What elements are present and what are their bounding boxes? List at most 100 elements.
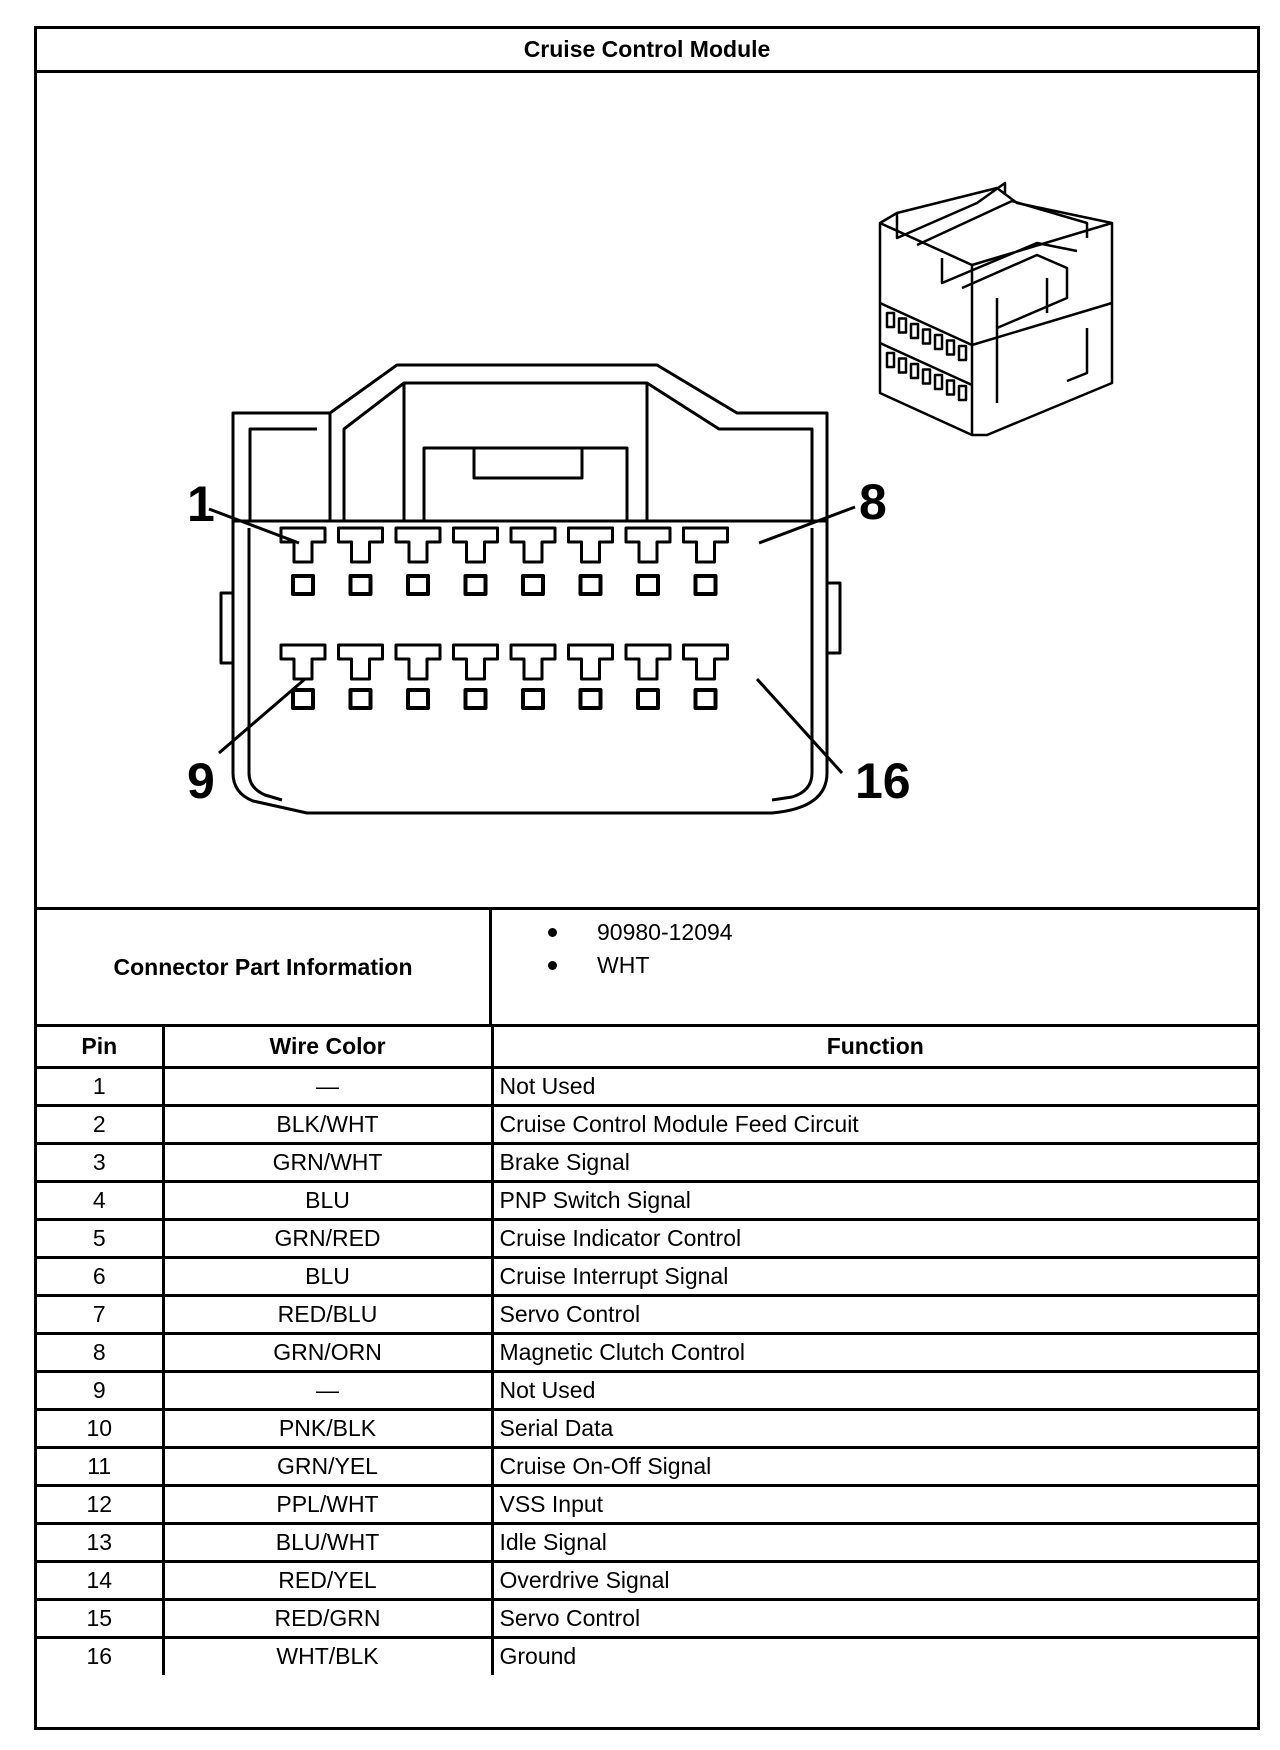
leader-pin-9 bbox=[218, 677, 306, 755]
wire-color-cell: GRN/RED bbox=[163, 1219, 494, 1259]
bullet-icon bbox=[548, 961, 557, 970]
leader-pin-1 bbox=[208, 507, 300, 545]
wire-color-cell: RED/BLU bbox=[163, 1295, 494, 1335]
pin-cell: 6 bbox=[37, 1257, 165, 1297]
pin-terminal bbox=[452, 643, 499, 681]
connector-diagram: 1 8 9 16 bbox=[37, 73, 1257, 910]
iso-pin-slot bbox=[897, 317, 908, 334]
function-cell: Serial Data bbox=[492, 1409, 1257, 1449]
pin-cavity bbox=[636, 688, 660, 710]
wire-color-cell: PPL/WHT bbox=[163, 1485, 494, 1525]
function-cell: Overdrive Signal bbox=[492, 1561, 1257, 1601]
connector-drawing: 1 8 9 16 bbox=[187, 181, 1114, 815]
iso-pin-slot bbox=[945, 339, 956, 356]
iso-pin-slot bbox=[957, 384, 968, 402]
pin-cavity bbox=[348, 688, 373, 710]
pin-cavity bbox=[521, 574, 545, 596]
table-row: 1—Not Used bbox=[37, 1067, 1257, 1107]
pin-cavity bbox=[406, 688, 430, 710]
pin-cell: 10 bbox=[37, 1409, 165, 1449]
leader-pin-16 bbox=[755, 677, 844, 775]
table-row: 9—Not Used bbox=[37, 1371, 1257, 1411]
pin-cell: 1 bbox=[37, 1067, 165, 1107]
function-cell: VSS Input bbox=[492, 1485, 1257, 1525]
pin-terminal bbox=[394, 643, 442, 681]
pin-cavity bbox=[291, 574, 315, 596]
pin-terminal bbox=[394, 526, 442, 564]
pin-cavity bbox=[406, 574, 430, 596]
pin-cavity bbox=[636, 574, 660, 596]
function-cell: Brake Signal bbox=[492, 1143, 1257, 1183]
connector-sheet: Cruise Control Module bbox=[34, 26, 1260, 1730]
pin-cell: 4 bbox=[37, 1181, 165, 1221]
module-title: Cruise Control Module bbox=[37, 29, 1257, 73]
wire-color-cell: WHT/BLK bbox=[163, 1637, 494, 1675]
function-cell: Cruise On-Off Signal bbox=[492, 1447, 1257, 1487]
pin-terminal bbox=[279, 526, 327, 564]
pin-terminal bbox=[567, 643, 614, 681]
pin-terminal bbox=[337, 643, 384, 681]
function-cell: Cruise Control Module Feed Circuit bbox=[492, 1105, 1257, 1145]
iso-pin-slot bbox=[957, 344, 968, 362]
pin-terminal bbox=[682, 643, 729, 681]
iso-pin-slot bbox=[933, 373, 944, 391]
pin-terminal bbox=[624, 643, 672, 681]
bullet-icon bbox=[548, 928, 557, 937]
pin-terminal bbox=[567, 526, 614, 564]
top-row-terminals bbox=[279, 526, 729, 564]
header-wire-color: Wire Color bbox=[163, 1027, 494, 1069]
pin-cavity bbox=[578, 688, 603, 710]
function-cell: Magnetic Clutch Control bbox=[492, 1333, 1257, 1373]
function-cell: Servo Control bbox=[492, 1295, 1257, 1335]
pin-cavity bbox=[693, 688, 718, 710]
top-row-squares bbox=[291, 574, 718, 596]
pin-cell: 9 bbox=[37, 1371, 165, 1411]
pin-cell: 12 bbox=[37, 1485, 165, 1525]
pin-cavity bbox=[463, 688, 488, 710]
pin-cell: 13 bbox=[37, 1523, 165, 1563]
iso-pin-slot bbox=[909, 362, 920, 380]
bottom-row-terminals bbox=[279, 643, 729, 681]
bottom-row-squares bbox=[291, 688, 718, 710]
pin-cavity bbox=[463, 574, 488, 596]
pin-cell: 8 bbox=[37, 1333, 165, 1373]
connector-color-item: WHT bbox=[492, 949, 733, 982]
connector-part-info: Connector Part Information 90980-12094 W… bbox=[37, 910, 1257, 1027]
function-cell: Not Used bbox=[492, 1067, 1257, 1107]
wire-color-cell: BLK/WHT bbox=[163, 1105, 494, 1145]
function-cell: Cruise Interrupt Signal bbox=[492, 1257, 1257, 1297]
pin-terminal bbox=[337, 526, 384, 564]
wire-color-cell: — bbox=[163, 1371, 494, 1411]
iso-pin-slot bbox=[885, 351, 896, 369]
table-header-row: Pin Wire Color Function bbox=[37, 1027, 1257, 1069]
part-number-item: 90980-12094 bbox=[492, 916, 733, 949]
pin-terminal bbox=[452, 526, 499, 564]
pin-label-16: 16 bbox=[855, 753, 911, 809]
pin-terminal bbox=[279, 643, 327, 681]
pin-cell: 2 bbox=[37, 1105, 165, 1145]
function-cell: Cruise Indicator Control bbox=[492, 1219, 1257, 1259]
pin-cell: 16 bbox=[37, 1637, 165, 1675]
function-cell: Ground bbox=[499, 1643, 577, 1670]
function-cell: Not Used bbox=[492, 1371, 1257, 1411]
function-cell: PNP Switch Signal bbox=[492, 1181, 1257, 1221]
iso-pin-slot bbox=[897, 357, 908, 374]
pin-label-1: 1 bbox=[187, 476, 215, 532]
wire-color-cell: BLU bbox=[163, 1181, 494, 1221]
header-function: Function bbox=[492, 1027, 1257, 1069]
iso-pin-slot bbox=[921, 368, 932, 385]
wire-color-cell: RED/YEL bbox=[163, 1561, 494, 1601]
function-cell: Idle Signal bbox=[492, 1523, 1257, 1563]
pin-cell: 7 bbox=[37, 1295, 165, 1335]
header-pin: Pin bbox=[37, 1027, 165, 1069]
